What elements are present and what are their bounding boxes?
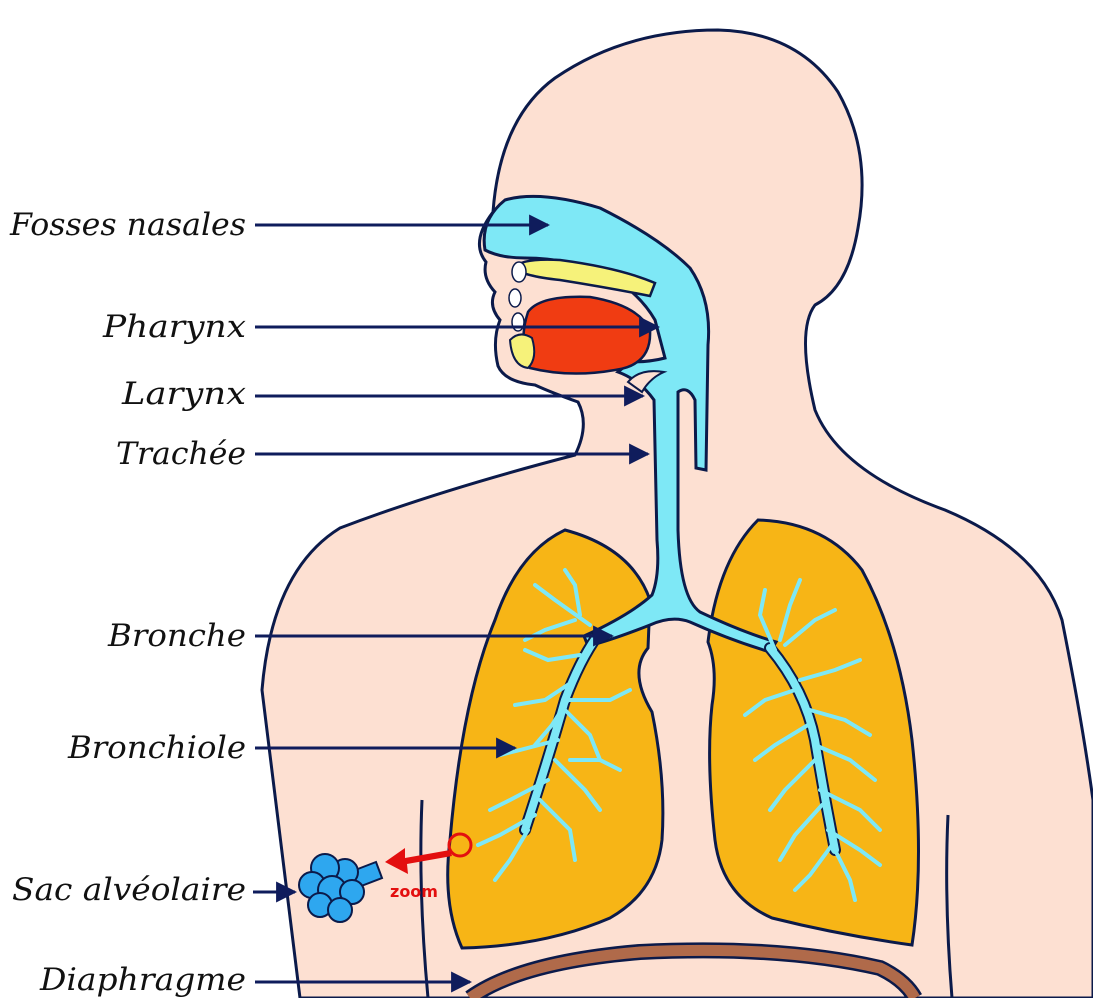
label-pharynx: Pharynx <box>102 309 247 345</box>
upper-tooth-1 <box>512 262 526 282</box>
label-bronche: Bronche <box>107 618 246 654</box>
label-diaphragme: Diaphragme <box>39 962 246 998</box>
label-sac-alveolaire: Sac alvéolaire <box>12 872 246 908</box>
label-bronchiole: Bronchiole <box>67 730 246 766</box>
upper-tooth-2 <box>509 289 521 307</box>
label-trachee: Trachée <box>116 436 246 472</box>
label-larynx: Larynx <box>121 376 247 412</box>
label-fosses-nasales: Fosses nasales <box>9 207 246 243</box>
zoom-label: zoom <box>390 882 438 901</box>
